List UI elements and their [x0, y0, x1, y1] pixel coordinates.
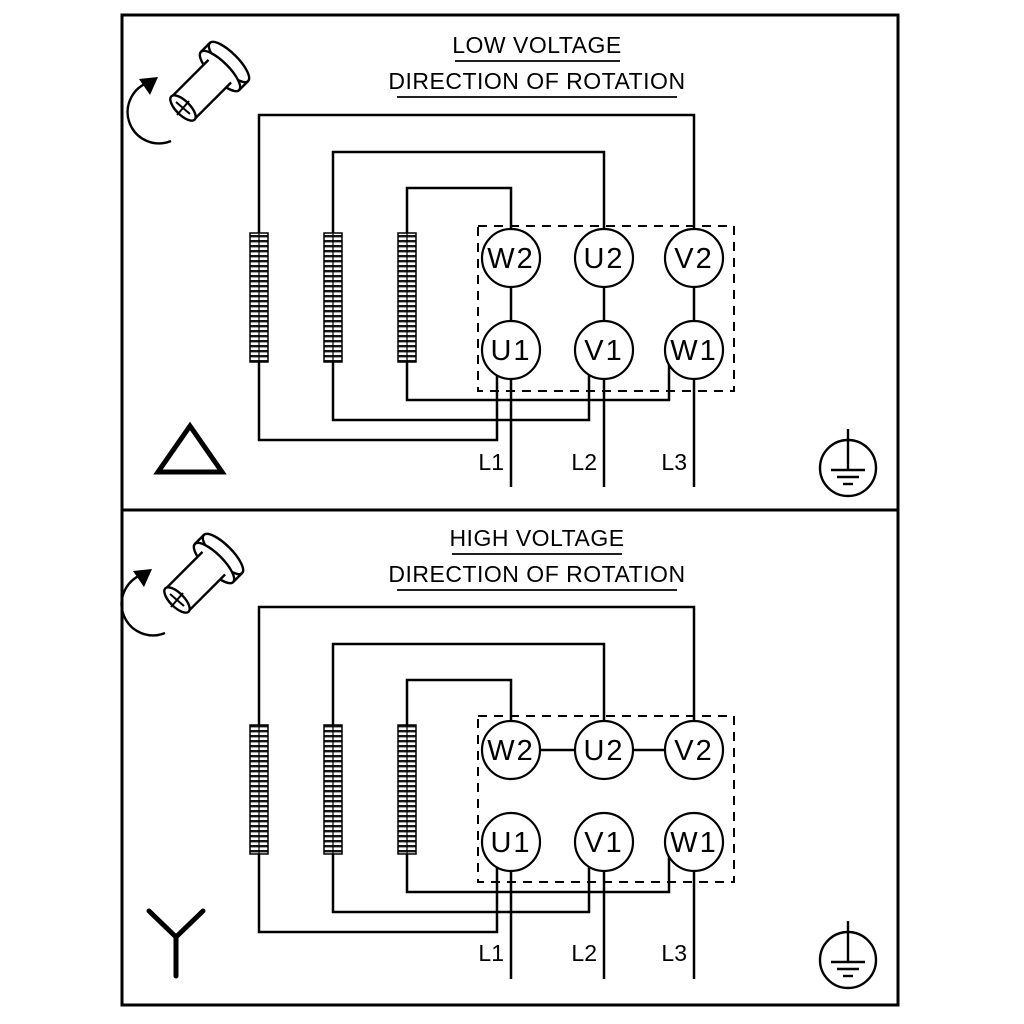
terminal-label-u2: U2 — [583, 735, 624, 767]
terminal-label-w2: W2 — [487, 243, 535, 275]
line-label-l1: L1 — [478, 449, 504, 475]
panel-title: HIGH VOLTAGE — [449, 525, 624, 551]
wire-coil1-to-u1 — [257, 854, 499, 934]
wire-coil3-to-w2 — [405, 678, 513, 725]
panel-subtitle: DIRECTION OF ROTATION — [388, 68, 685, 94]
line-label-l2: L2 — [571, 940, 597, 966]
motor-shaft-rotation-icon — [126, 35, 256, 145]
wiring-star — [257, 605, 696, 979]
wire-coil2-to-u2 — [331, 642, 606, 725]
panel-subtitle: DIRECTION OF ROTATION — [388, 561, 685, 587]
terminal-label-w1: W1 — [670, 335, 718, 367]
panel-title: LOW VOLTAGE — [452, 32, 622, 58]
terminal-label-w2: W2 — [487, 735, 535, 767]
wire-coil1-to-u1 — [257, 362, 499, 442]
terminal-row-top: W2 U2 V2 — [480, 719, 725, 781]
terminal-box — [477, 225, 735, 392]
wire-coil3-to-w2 — [405, 186, 513, 233]
wire-coil1-to-v2 — [257, 605, 696, 725]
panel-high-voltage: HIGH VOLTAGE DIRECTION OF ROTATION — [120, 525, 878, 990]
motor-shaft-rotation-icon — [120, 527, 250, 637]
terminal-box — [477, 715, 735, 883]
terminal-row-top: W2 U2 V2 — [480, 227, 725, 289]
line-label-l3: L3 — [661, 449, 687, 475]
terminal-label-u1: U1 — [490, 827, 531, 859]
line-label-l1: L1 — [478, 940, 504, 966]
panel-low-voltage: LOW VOLTAGE DIRECTION OF ROTATION — [126, 32, 878, 498]
star-symbol — [146, 908, 206, 979]
wire-coil3-to-w1 — [405, 853, 671, 894]
wiring-delta — [257, 113, 696, 487]
wire-coil2-to-v1 — [331, 854, 591, 914]
terminal-u1 — [480, 811, 542, 873]
terminal-label-v2: V2 — [674, 243, 713, 275]
terminal-v1 — [573, 811, 635, 873]
stator-coils — [249, 724, 417, 855]
wire-coil3-to-w1 — [405, 361, 671, 402]
terminal-label-u1: U1 — [490, 335, 531, 367]
wire-coil2-to-v1 — [331, 362, 591, 422]
delta-jumper-links — [509, 287, 696, 321]
line-label-l3: L3 — [661, 940, 687, 966]
terminal-label-w1: W1 — [670, 827, 718, 859]
earth-ground-icon — [818, 427, 878, 498]
earth-ground-icon — [818, 919, 878, 990]
terminal-label-v1: V1 — [584, 827, 623, 859]
delta-symbol — [153, 421, 227, 475]
wire-coil2-to-u2 — [331, 150, 606, 233]
line-label-l2: L2 — [571, 449, 597, 475]
terminal-row-bottom: U1 V1 W1 — [480, 811, 725, 873]
terminal-label-v2: V2 — [674, 735, 713, 767]
stator-coils — [249, 232, 417, 363]
wire-coil1-to-v2 — [257, 113, 696, 233]
terminal-row-bottom: U1 V1 W1 — [480, 319, 725, 381]
terminal-label-v1: V1 — [584, 335, 623, 367]
terminal-label-u2: U2 — [583, 243, 624, 275]
terminal-w1 — [663, 811, 725, 873]
